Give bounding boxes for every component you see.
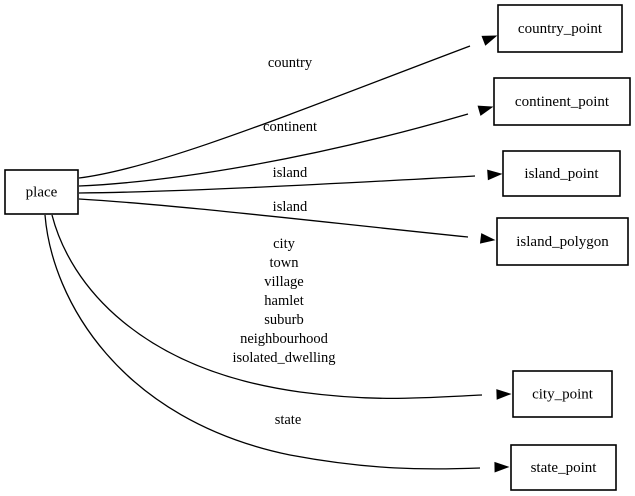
node-place[interactable]: place [4, 169, 79, 215]
edge-island-point[interactable]: island [78, 165, 503, 194]
node-rect [512, 370, 613, 418]
node-state_point[interactable]: state_point [510, 444, 617, 491]
edge-line [78, 175, 476, 194]
node-island_polygon[interactable]: island_polygon [496, 217, 629, 266]
edge-continent[interactable]: continent [78, 103, 494, 187]
node-city_point[interactable]: city_point [512, 370, 613, 418]
node-rect [496, 217, 629, 266]
node-layer: place country_point continent_point island_… [4, 4, 631, 491]
node-rect [493, 77, 631, 126]
node-rect [497, 4, 623, 53]
node-label: island_polygon [516, 234, 609, 250]
edge-line [78, 198, 469, 238]
node-rect [510, 444, 617, 491]
node-rect [502, 150, 621, 197]
edge-island-polygon[interactable]: island [78, 198, 496, 245]
edge-label: island [273, 165, 308, 181]
edge-line [44, 214, 481, 470]
node-label: city_point [532, 386, 594, 402]
node-label: island_point [524, 166, 599, 182]
edge-line [51, 214, 483, 400]
edge-label: continent [263, 119, 317, 135]
edge-state-point[interactable]: state [44, 214, 510, 473]
edge-line [78, 113, 469, 187]
node-label: state_point [531, 460, 598, 476]
edge-line [78, 45, 471, 179]
node-country_point[interactable]: country_point [497, 4, 623, 53]
edge-arrowhead [487, 169, 503, 181]
edge-label: island [273, 199, 308, 215]
edge-label: state [275, 412, 302, 428]
edge-country[interactable]: country [78, 32, 498, 179]
node-label: continent_point [515, 94, 610, 110]
node-island_point[interactable]: island_point [502, 150, 621, 197]
edge-arrowhead [494, 461, 510, 473]
node-label: country_point [518, 21, 603, 37]
edge-arrowhead [477, 105, 494, 116]
node-continent_point[interactable]: continent_point [493, 77, 631, 126]
node-label: place [26, 184, 58, 200]
edge-label: country [268, 55, 313, 71]
edge-arrowhead [479, 233, 496, 244]
edge-arrowhead [496, 389, 512, 400]
node-rect [4, 169, 79, 215]
edge-arrowhead [481, 35, 498, 46]
